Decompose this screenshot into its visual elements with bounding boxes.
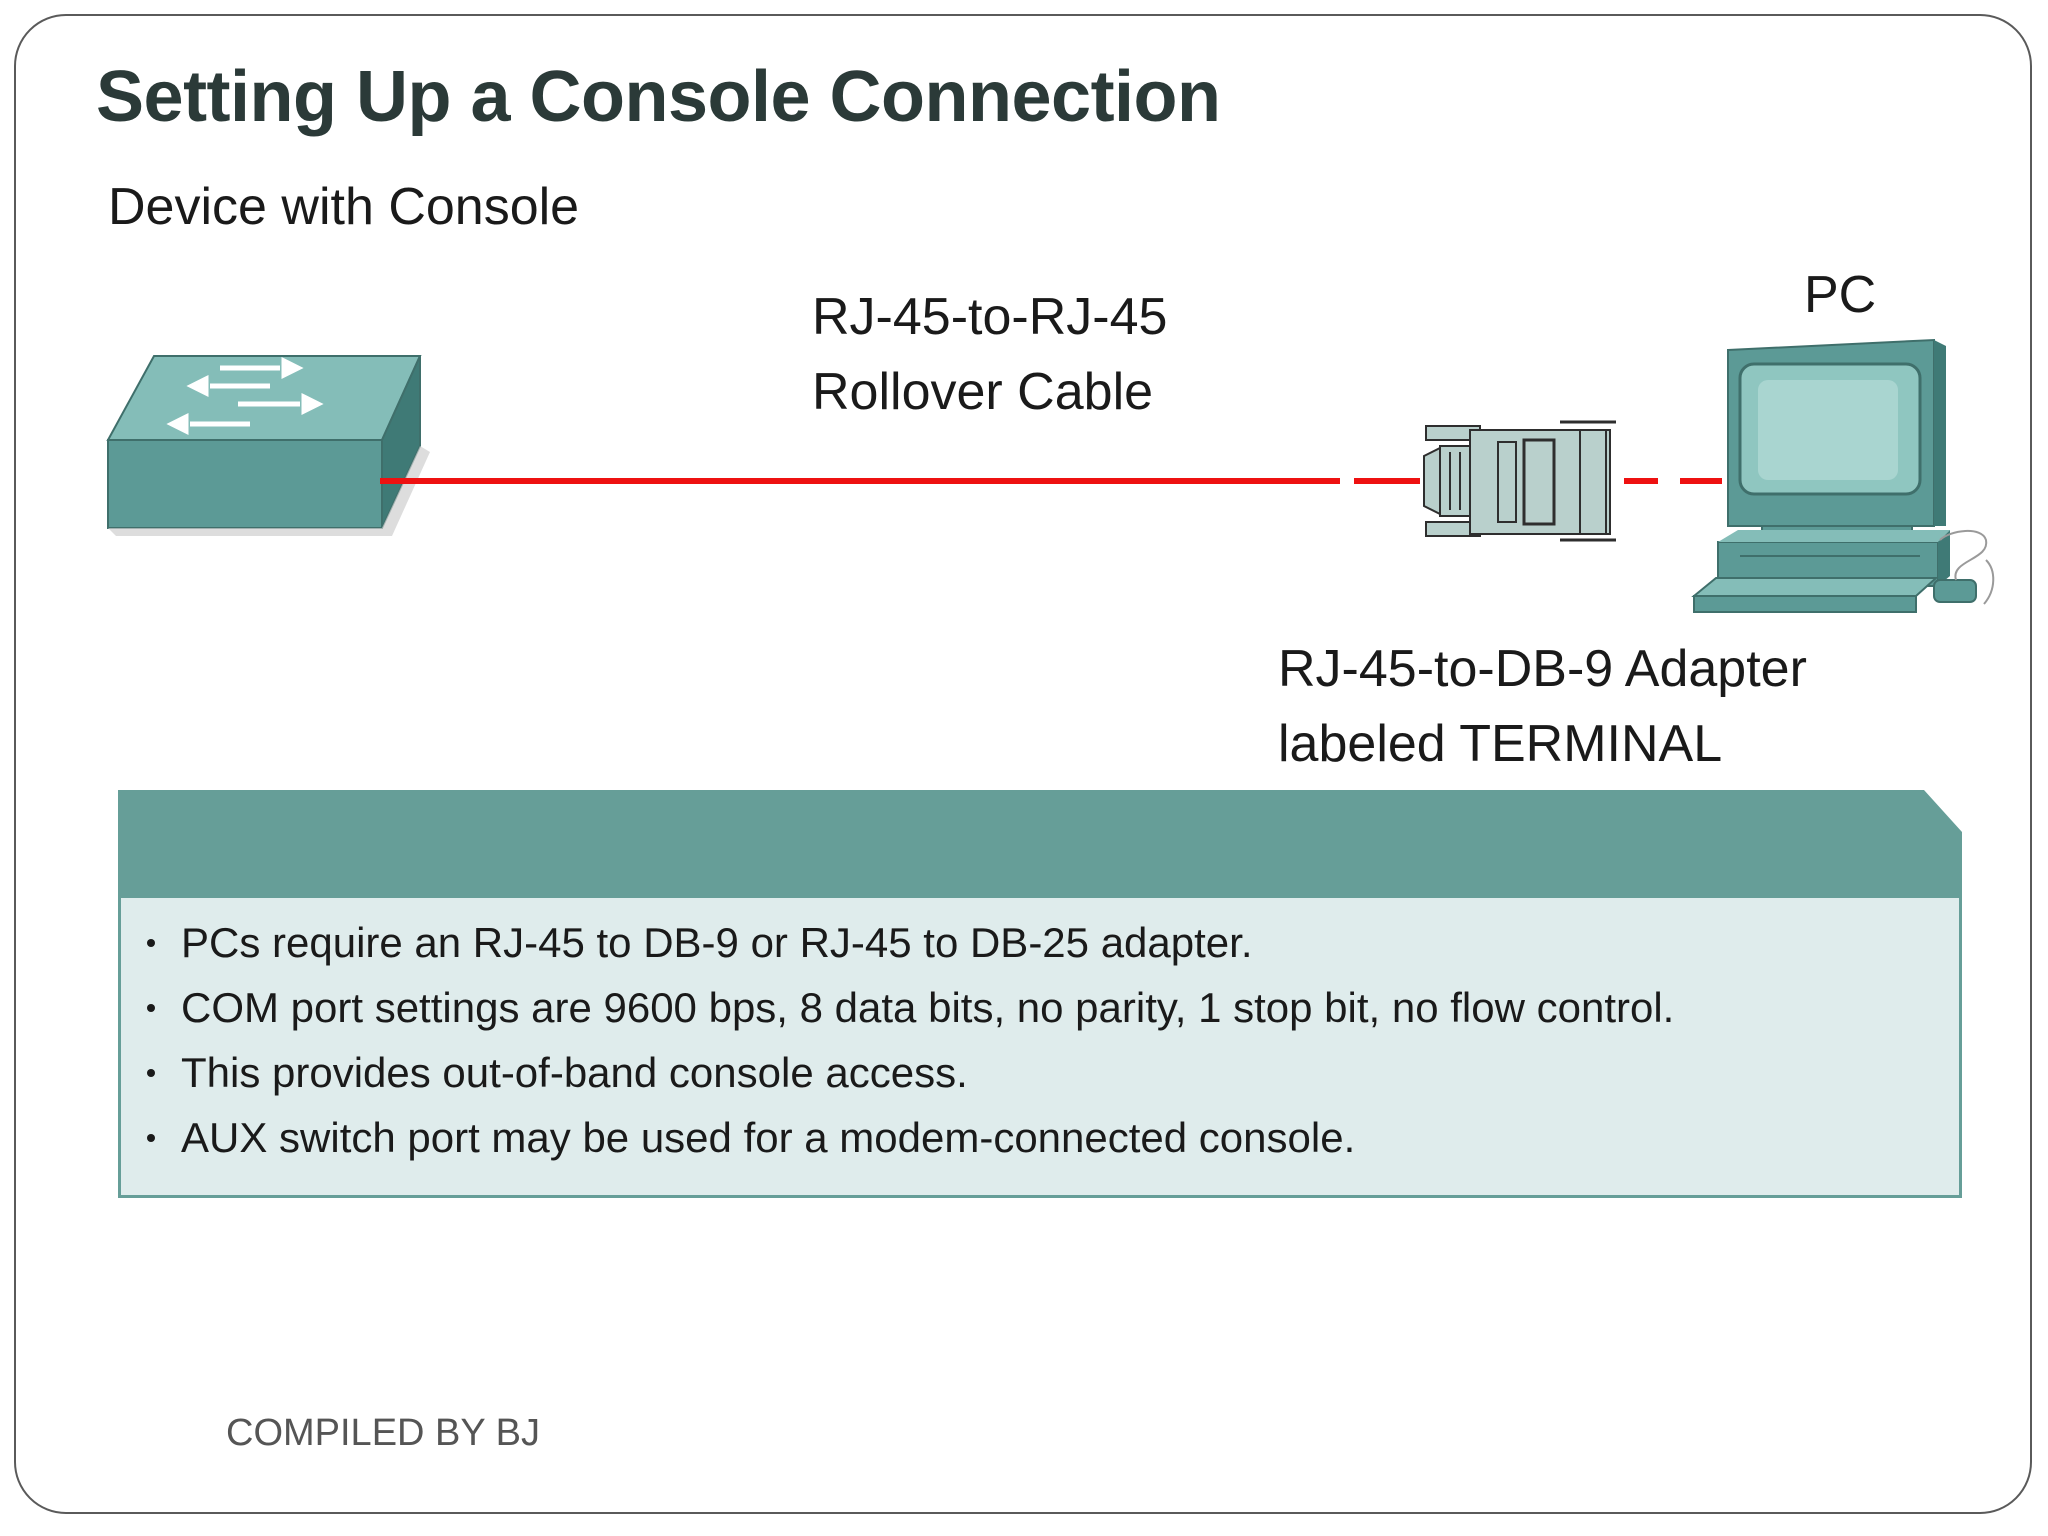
adapter-label-line1: RJ-45-to-DB-9 Adapter — [1278, 640, 1807, 698]
bullet-icon — [147, 1003, 155, 1012]
info-panel-body: PCs require an RJ-45 to DB-9 or RJ-45 to… — [118, 898, 1962, 1198]
bullet-text: PCs require an RJ-45 to DB-9 or RJ-45 to… — [181, 919, 1253, 966]
list-item: This provides out-of-band console access… — [145, 1040, 1674, 1105]
slide-frame — [14, 14, 2032, 1514]
pc-label: PC — [1804, 266, 1877, 324]
list-item: PCs require an RJ-45 to DB-9 or RJ-45 to… — [145, 910, 1674, 975]
bullet-text: This provides out-of-band console access… — [181, 1049, 968, 1096]
info-panel: PCs require an RJ-45 to DB-9 or RJ-45 to… — [118, 790, 1962, 1198]
adapter-label-line2: labeled TERMINAL — [1278, 715, 1723, 774]
bullet-icon — [147, 938, 155, 947]
footer-credit: COMPILED BY BJ — [226, 1412, 540, 1454]
bullet-text: COM port settings are 9600 bps, 8 data b… — [181, 984, 1675, 1031]
connection-diagram — [106, 338, 1995, 613]
cable-label-line1: RJ-45-to-RJ-45 — [812, 288, 1168, 346]
bullet-list: PCs require an RJ-45 to DB-9 or RJ-45 to… — [145, 910, 1674, 1170]
cable-label-line2: Rollover Cable — [812, 363, 1154, 422]
cable-label: RJ-45-to-RJ-45 Rollover Cable — [812, 280, 1167, 431]
info-panel-header — [118, 790, 1962, 898]
device-label: Device with Console — [108, 178, 580, 236]
slide-title: Setting Up a Console Connection — [96, 57, 1221, 137]
bullet-icon — [147, 1068, 155, 1077]
switch-icon — [106, 355, 430, 536]
bullet-text: AUX switch port may be used for a modem-… — [181, 1114, 1356, 1161]
list-item: AUX switch port may be used for a modem-… — [145, 1105, 1674, 1170]
db9-adapter-icon — [1423, 420, 1616, 542]
bullet-icon — [147, 1133, 155, 1142]
list-item: COM port settings are 9600 bps, 8 data b… — [145, 975, 1674, 1040]
pc-icon — [1691, 338, 1995, 613]
adapter-label: RJ-45-to-DB-9 Adapter labeled TERMINAL — [1278, 632, 1807, 783]
